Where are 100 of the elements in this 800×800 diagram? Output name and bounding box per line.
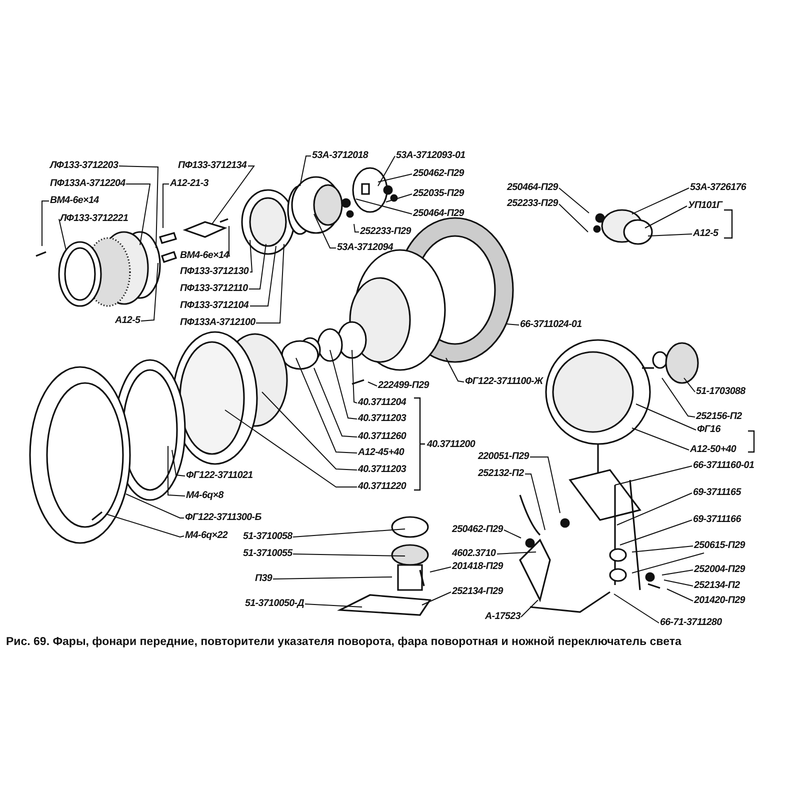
- part-number: 222499-П29: [378, 380, 429, 392]
- leader-line: [520, 600, 538, 618]
- part-number: 40.3711200: [427, 439, 476, 451]
- part-number: 252233-П29: [360, 226, 411, 238]
- part-number: 201420-П29: [694, 595, 745, 607]
- part-number: 53А-3712093-01: [396, 150, 466, 162]
- leader-line: [422, 592, 452, 606]
- leader-line: [126, 494, 184, 518]
- leader-line: [616, 492, 692, 526]
- leader-line: [250, 240, 253, 272]
- part-number: 51-3710058: [243, 531, 292, 543]
- leader-line: [666, 588, 694, 602]
- leader-line: [228, 226, 230, 256]
- leader-line: [126, 184, 151, 246]
- leader-line: [662, 570, 694, 576]
- leader-line: [168, 446, 186, 496]
- leader-line: [296, 358, 358, 454]
- part-number: 51-1703088: [696, 386, 746, 398]
- part-number: 201418-П29: [452, 561, 503, 573]
- leader-line: [636, 404, 696, 430]
- part-number: 53А-3712094: [337, 242, 394, 254]
- part-number: А12-45+40: [358, 447, 404, 459]
- part-number: ПФ133-3712104: [180, 300, 249, 312]
- part-number: 252132-П2: [478, 468, 524, 480]
- part-number: М4-6q×22: [185, 530, 228, 542]
- part-number: 252134-П29: [452, 586, 503, 598]
- leader-line: [644, 206, 688, 228]
- leader-line: [212, 166, 255, 224]
- leader-line: [632, 188, 690, 214]
- leader-line: [662, 378, 696, 418]
- part-number: 66-3711024-01: [520, 319, 582, 331]
- part-number: 40.3711220: [358, 481, 406, 493]
- part-number: 252156-П2: [696, 411, 742, 423]
- part-number: ЛФ133-3712203: [50, 160, 118, 172]
- part-number: 40.3711260: [358, 431, 406, 443]
- part-number: А12-5: [115, 315, 140, 327]
- part-number: 40.3711203: [358, 413, 406, 425]
- part-number: ПФ133А-3712204: [50, 178, 126, 190]
- part-number: 66-3711160-01: [693, 460, 754, 472]
- part-number: ПФ133-3712134: [178, 160, 247, 172]
- part-number: А12-5: [693, 228, 718, 240]
- part-number: ПФ133-3712110: [180, 283, 248, 295]
- leader-line: [524, 474, 546, 530]
- part-number: УП101Г: [688, 200, 722, 212]
- part-number: 252233-П29: [507, 198, 558, 210]
- leader-line: [496, 552, 536, 554]
- part-number: 51-3710055: [243, 548, 292, 560]
- leader-line: [248, 244, 266, 290]
- leader-line: [162, 184, 170, 228]
- leader-line: [224, 410, 358, 488]
- leader-line: [354, 224, 360, 232]
- leader-line: [684, 378, 696, 392]
- part-number: ПФ133-3712130: [180, 266, 249, 278]
- leader-line: [558, 188, 590, 214]
- leader-line: [314, 368, 358, 438]
- part-number: А12-50+40: [690, 444, 736, 456]
- leader-line: [140, 262, 158, 322]
- leader-line: [614, 466, 692, 486]
- part-number: ФГ122-3711021: [186, 470, 253, 482]
- part-number: ФГ16: [697, 424, 720, 436]
- leader-line: [368, 382, 378, 386]
- leader-line: [614, 594, 660, 624]
- part-number: А-17523: [485, 611, 520, 623]
- part-number: 69-3711166: [693, 514, 741, 526]
- leader-line: [292, 528, 406, 538]
- leader-line: [58, 218, 66, 250]
- leader-line: [172, 450, 186, 476]
- part-number: А12-21-3: [170, 178, 208, 190]
- part-number: П39: [255, 573, 272, 585]
- part-number: ФГ122-3711300-Б: [185, 512, 262, 524]
- part-number: ФГ122-3711100-Ж: [465, 376, 543, 388]
- part-number: ПФ133А-3712100: [180, 317, 256, 329]
- part-number: 250462-П29: [452, 524, 503, 536]
- leader-line: [632, 428, 690, 450]
- part-number: 40.3711203: [358, 464, 406, 476]
- part-number: 4602.3710: [452, 548, 496, 560]
- leader-line: [300, 156, 312, 186]
- leader-line: [504, 530, 522, 538]
- part-number: 220051-П29: [478, 451, 529, 463]
- part-number: 252035-П29: [413, 188, 464, 200]
- part-number: 53А-3726176: [690, 182, 746, 194]
- leader-line: [262, 392, 358, 470]
- leader-line: [356, 198, 412, 214]
- part-number: 51-3710050-Д: [245, 598, 304, 610]
- part-number: ЛФ133-3712221: [60, 213, 128, 225]
- part-number: 66-71-3711280: [660, 617, 722, 629]
- leader-line: [664, 580, 694, 586]
- part-number: 252004-П29: [694, 564, 745, 576]
- leader-line: [250, 246, 276, 306]
- leader-line: [506, 324, 520, 326]
- part-number: 69-3711165: [693, 487, 741, 499]
- leader-line: [632, 552, 704, 574]
- leader-line: [648, 234, 692, 236]
- leader-line: [330, 350, 358, 420]
- leader-line: [378, 156, 396, 186]
- part-number: 250464-П29: [413, 208, 464, 220]
- leader-line: [378, 174, 412, 182]
- part-number: ВМ4-6е×14: [50, 195, 99, 207]
- leader-line: [352, 350, 358, 404]
- leader-line: [430, 566, 452, 572]
